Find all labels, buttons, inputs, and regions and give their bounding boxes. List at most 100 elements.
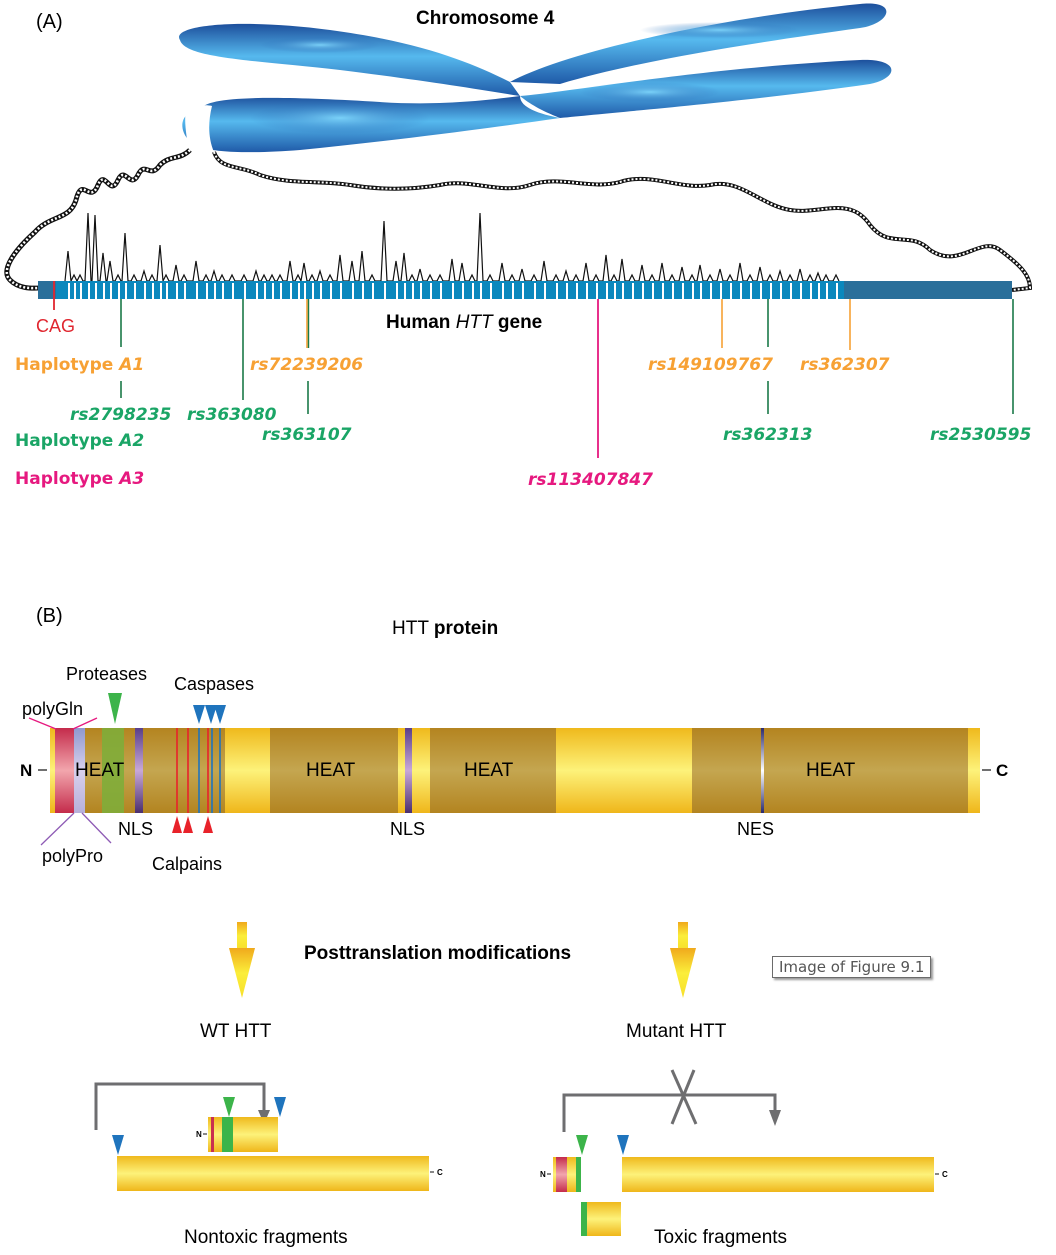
snp-label-rs72239206: rs72239206 <box>250 355 363 375</box>
nes-region <box>761 728 764 813</box>
intron-gap <box>264 283 266 299</box>
intron-gap <box>222 283 224 299</box>
haplotype-a3-label: Haplotype A3 <box>15 469 144 489</box>
intron-gap <box>184 283 186 299</box>
intron-gap <box>152 283 154 299</box>
intron-gap <box>74 283 76 299</box>
intron-gap <box>420 283 422 299</box>
intron-gap <box>134 283 136 299</box>
intron-gap <box>750 283 752 299</box>
gene-5-utr <box>38 281 56 299</box>
intron-gap <box>512 283 514 299</box>
intron-gap <box>490 283 492 299</box>
intron-gap <box>614 283 616 299</box>
mutant-n-label: N <box>540 1170 546 1179</box>
intron-gap <box>440 283 442 299</box>
intron-gap <box>740 283 742 299</box>
wt-n-fragment <box>208 1117 278 1152</box>
gene-title: Human HTT gene <box>386 312 542 333</box>
polygln-label: polyGln <box>22 699 83 719</box>
blocked-cross-line-2 <box>670 1069 696 1125</box>
nls-region-1 <box>135 728 143 813</box>
intron-gap <box>632 283 634 299</box>
heat-domain-3 <box>430 728 556 813</box>
mutant-c-label: C <box>942 1170 948 1179</box>
caspase-marker-1 <box>193 705 205 724</box>
intron-gap <box>95 283 97 299</box>
intron-gap <box>144 283 146 299</box>
intron-gap <box>256 283 258 299</box>
polypro-label: polyPro <box>42 846 103 866</box>
intron-gap <box>760 283 762 299</box>
intron-gap <box>68 283 70 299</box>
intron-gap <box>780 283 782 299</box>
nontoxic-label: Nontoxic fragments <box>184 1227 348 1248</box>
intron-gap <box>384 283 386 299</box>
intron-gap <box>662 283 664 299</box>
snp-label-rs363107: rs363107 <box>262 425 352 445</box>
intron-gap <box>232 283 234 299</box>
wt-caspase-marker-2 <box>112 1135 124 1155</box>
caspase-marker-3 <box>214 705 226 724</box>
calpain-marker-1 <box>172 816 182 833</box>
mutant-c-fragment <box>622 1157 934 1192</box>
heat-label-1: HEAT <box>75 760 125 781</box>
intron-gap <box>502 283 504 299</box>
wt-protease-marker <box>223 1097 235 1117</box>
intron-gap <box>372 283 374 299</box>
mutant-caspase-marker <box>617 1135 629 1155</box>
wt-htt-label: WT HTT <box>200 1021 272 1042</box>
intron-gap <box>280 283 282 299</box>
mutant-htt-label: Mutant HTT <box>626 1021 727 1042</box>
htt-gene-bar <box>38 212 1012 310</box>
nes-label: NES <box>737 819 774 839</box>
intron-gap <box>730 283 732 299</box>
proteases-label: Proteases <box>66 664 147 684</box>
snp-label-rs362307: rs362307 <box>800 355 890 375</box>
intron-gap <box>176 283 178 299</box>
intron-gap <box>692 283 694 299</box>
intron-gap <box>710 283 712 299</box>
intron-gap <box>206 283 208 299</box>
intron-gap <box>566 283 568 299</box>
intron-gap <box>330 283 332 299</box>
intron-gap <box>88 283 90 299</box>
mutant-fragments <box>553 1069 934 1236</box>
ptm-arrow-wt <box>229 922 255 998</box>
intron-gap <box>672 283 674 299</box>
mutant-protease-marker <box>576 1135 588 1155</box>
intron-gap <box>606 283 608 299</box>
intron-gap <box>534 283 536 299</box>
intron-gap <box>110 283 112 299</box>
nls-label-1: NLS <box>118 819 153 839</box>
toxic-small-fragment <box>581 1202 621 1236</box>
intron-gap <box>770 283 772 299</box>
snp-label-rs2530595: rs2530595 <box>930 425 1031 445</box>
snp-label-rs362313: rs362313 <box>723 425 812 445</box>
chromosome-title: Chromosome 4 <box>416 8 555 29</box>
n-terminus-label: N <box>20 761 32 780</box>
wt-fragments <box>94 1082 429 1191</box>
snp-label-rs2798235: rs2798235 <box>70 405 171 425</box>
heat-label-2: HEAT <box>306 760 356 781</box>
intron-gap <box>103 283 105 299</box>
intron-gap <box>790 283 792 299</box>
snp-markers <box>120 299 1014 458</box>
heat-domain-2 <box>270 728 398 813</box>
intron-gap <box>244 283 246 299</box>
intron-gap <box>700 283 702 299</box>
intron-gap <box>290 283 292 299</box>
panel-b-label: (B) <box>36 605 63 627</box>
intron-gap <box>720 283 722 299</box>
intron-gap <box>472 283 474 299</box>
gene-3-utr <box>844 281 1012 299</box>
chromosome-4-illustration <box>179 3 892 153</box>
caspase-marker-2 <box>205 705 217 724</box>
cag-label: CAG <box>36 316 75 336</box>
intron-gap <box>652 283 654 299</box>
intron-gap <box>352 283 354 299</box>
intron-gap <box>836 283 838 299</box>
intron-gap <box>826 283 828 299</box>
intron-gap <box>556 283 558 299</box>
